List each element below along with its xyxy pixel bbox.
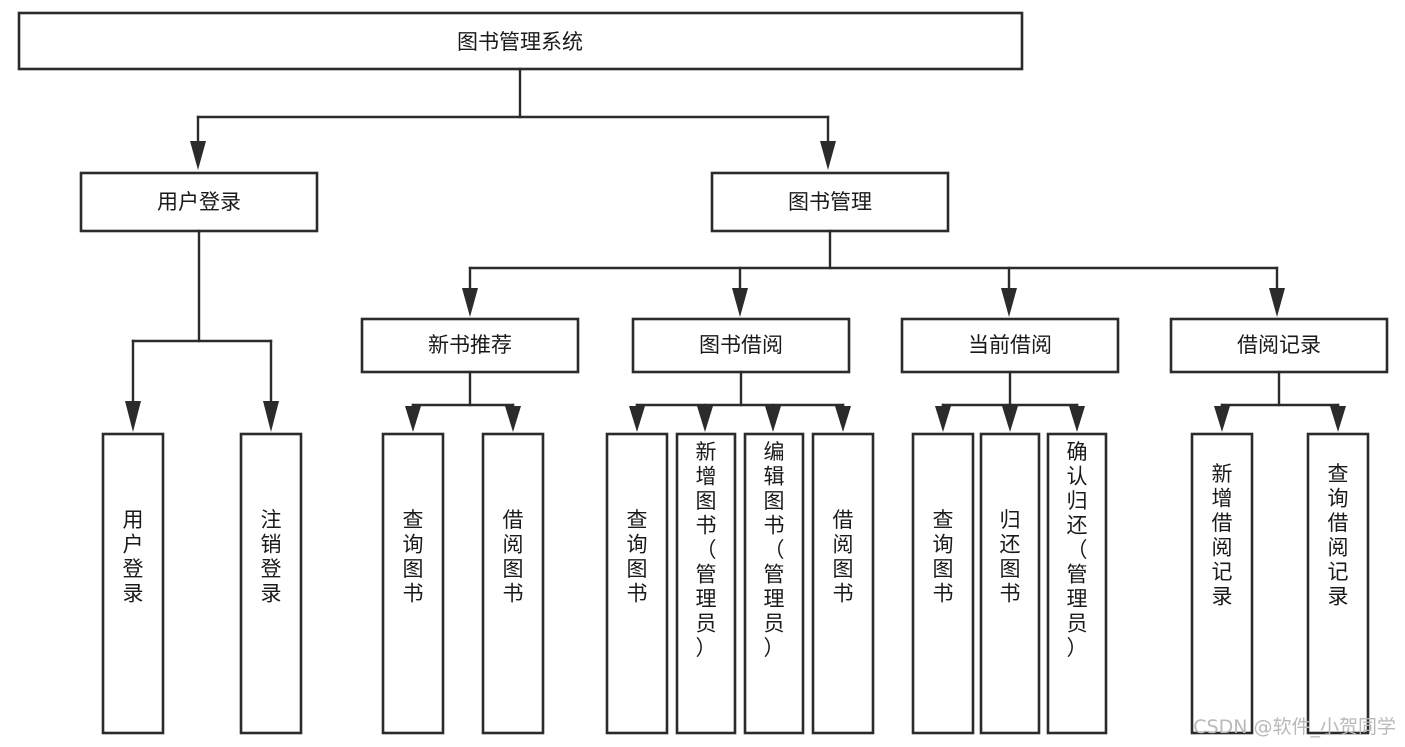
current-borrow-box[interactable] bbox=[900, 317, 1120, 374]
leaf-borrow-book-1-label: 借阅图书 bbox=[503, 508, 524, 606]
leaf-query-book-3-label: 查询图书 bbox=[933, 508, 954, 606]
borrow-record-box[interactable] bbox=[1169, 317, 1389, 374]
arrow-head-new-book-rec bbox=[462, 288, 478, 317]
connector-borrow-record-to-leaves bbox=[1214, 370, 1346, 432]
leaf-edit-book-label: 编辑图书（管理员） bbox=[764, 440, 785, 660]
leaf-return-book-label: 归还图书 bbox=[1000, 508, 1021, 606]
connector-current-borrow-to-leaves bbox=[935, 370, 1085, 432]
leaf-confirm-return-label: 确认归还（管理员） bbox=[1067, 440, 1088, 660]
leaf-confirm-return-box[interactable] bbox=[1046, 432, 1108, 735]
leaf-node-return-book[interactable]: 归还图书 bbox=[979, 432, 1041, 735]
leaf-node-add-book[interactable]: 新增图书（管理员） bbox=[675, 432, 737, 735]
leaf-query-record-box[interactable] bbox=[1306, 432, 1370, 735]
book-manage-label: 图书管理 bbox=[788, 190, 872, 214]
arrow-head-leaf-add-record bbox=[1214, 406, 1230, 432]
arrow-head-leaf-query-book-1 bbox=[405, 406, 421, 432]
arrow-head-leaf-borrow-book-2 bbox=[835, 406, 851, 432]
connector-user-login-to-leaves bbox=[125, 229, 279, 432]
leaf-query-book-2-box[interactable] bbox=[605, 432, 669, 735]
connector-new-book-rec-to-leaves bbox=[405, 370, 521, 432]
leaf-node-borrow-book-2[interactable]: 借阅图书 bbox=[811, 432, 875, 735]
connector-root-to-level1 bbox=[190, 67, 836, 170]
node-current-borrow[interactable]: 当前借阅 bbox=[900, 317, 1120, 374]
leaf-node-query-record[interactable]: 查询借阅记录 bbox=[1306, 432, 1370, 735]
connector-book-borrow-to-leaves bbox=[629, 370, 851, 432]
leaf-node-add-record[interactable]: 新增借阅记录 bbox=[1190, 432, 1254, 735]
arrow-head-borrow-record bbox=[1269, 288, 1285, 317]
user-login-label: 用户登录 bbox=[157, 190, 241, 214]
arrow-head-leaf-query-record bbox=[1330, 406, 1346, 432]
borrow-record-label: 借阅记录 bbox=[1237, 333, 1321, 357]
leaf-node-query-book-3[interactable]: 查询图书 bbox=[911, 432, 975, 735]
leaf-node-user-logout[interactable]: 注销登录 bbox=[239, 432, 303, 735]
leaf-query-book-3-box[interactable] bbox=[911, 432, 975, 735]
arrow-head-leaf-add-book bbox=[697, 406, 713, 432]
book-manage-box[interactable] bbox=[710, 171, 950, 233]
node-book-manage[interactable]: 图书管理 bbox=[710, 171, 950, 233]
leaf-return-book-box[interactable] bbox=[979, 432, 1041, 735]
arrow-head-book-manage bbox=[820, 141, 836, 170]
leaf-add-book-label: 新增图书（管理员） bbox=[696, 440, 717, 660]
leaf-user-logout-box[interactable] bbox=[239, 432, 303, 735]
arrow-head-leaf-user-logout bbox=[263, 401, 279, 432]
root-label: 图书管理系统 bbox=[457, 30, 583, 54]
arrow-head-leaf-return-book bbox=[1002, 406, 1018, 432]
leaf-node-edit-book[interactable]: 编辑图书（管理员） bbox=[743, 432, 805, 735]
arrow-head-current-borrow bbox=[1001, 288, 1017, 317]
current-borrow-label: 当前借阅 bbox=[968, 333, 1052, 357]
arrow-head-leaf-confirm-return bbox=[1069, 406, 1085, 432]
book-borrow-label: 图书借阅 bbox=[699, 333, 783, 357]
node-borrow-record[interactable]: 借阅记录 bbox=[1169, 317, 1389, 374]
leaf-add-record-box[interactable] bbox=[1190, 432, 1254, 735]
leaf-borrow-book-2-label: 借阅图书 bbox=[833, 508, 854, 606]
leaf-add-record-label: 新增借阅记录 bbox=[1212, 462, 1233, 609]
book-borrow-box[interactable] bbox=[631, 317, 851, 374]
leaf-node-confirm-return[interactable]: 确认归还（管理员） bbox=[1046, 432, 1108, 735]
leaf-node-user-login[interactable]: 用户登录 bbox=[101, 432, 165, 735]
leaf-user-logout-label: 注销登录 bbox=[261, 508, 282, 606]
arrow-head-leaf-borrow-book-1 bbox=[505, 406, 521, 432]
leaf-query-record-label: 查询借阅记录 bbox=[1328, 462, 1349, 609]
leaf-node-borrow-book-1[interactable]: 借阅图书 bbox=[481, 432, 545, 735]
node-new-book-rec[interactable]: 新书推荐 bbox=[360, 317, 580, 374]
csdn-watermark: CSDN @软件_小贺同学 bbox=[1193, 716, 1396, 738]
leaf-node-query-book-2[interactable]: 查询图书 bbox=[605, 432, 669, 735]
node-root[interactable]: 图书管理系统 bbox=[17, 11, 1024, 71]
arrow-head-leaf-edit-book bbox=[765, 406, 781, 432]
leaf-query-book-1-box[interactable] bbox=[381, 432, 445, 735]
leaf-node-query-book-1[interactable]: 查询图书 bbox=[381, 432, 445, 735]
new-book-rec-label: 新书推荐 bbox=[428, 333, 512, 357]
arrow-head-book-borrow bbox=[732, 288, 748, 317]
arrow-head-leaf-query-book-3 bbox=[935, 406, 951, 432]
leaf-borrow-book-2-box[interactable] bbox=[811, 432, 875, 735]
leaf-query-book-1-label: 查询图书 bbox=[403, 508, 424, 606]
arrow-head-leaf-user-login bbox=[125, 401, 141, 432]
arrow-head-leaf-query-book-2 bbox=[629, 406, 645, 432]
connector-book-manage-to-level2 bbox=[462, 229, 1285, 317]
leaf-edit-book-box[interactable] bbox=[743, 432, 805, 735]
arrow-head-user-login bbox=[190, 141, 206, 170]
node-user-login[interactable]: 用户登录 bbox=[79, 171, 319, 233]
leaf-query-book-2-label: 查询图书 bbox=[627, 508, 648, 606]
root-box[interactable] bbox=[17, 11, 1024, 71]
leaf-user-login-box[interactable] bbox=[101, 432, 165, 735]
leaf-borrow-book-1-box[interactable] bbox=[481, 432, 545, 735]
new-book-rec-box[interactable] bbox=[360, 317, 580, 374]
leaf-user-login-label: 用户登录 bbox=[123, 508, 144, 606]
leaf-add-book-box[interactable] bbox=[675, 432, 737, 735]
node-book-borrow[interactable]: 图书借阅 bbox=[631, 317, 851, 374]
